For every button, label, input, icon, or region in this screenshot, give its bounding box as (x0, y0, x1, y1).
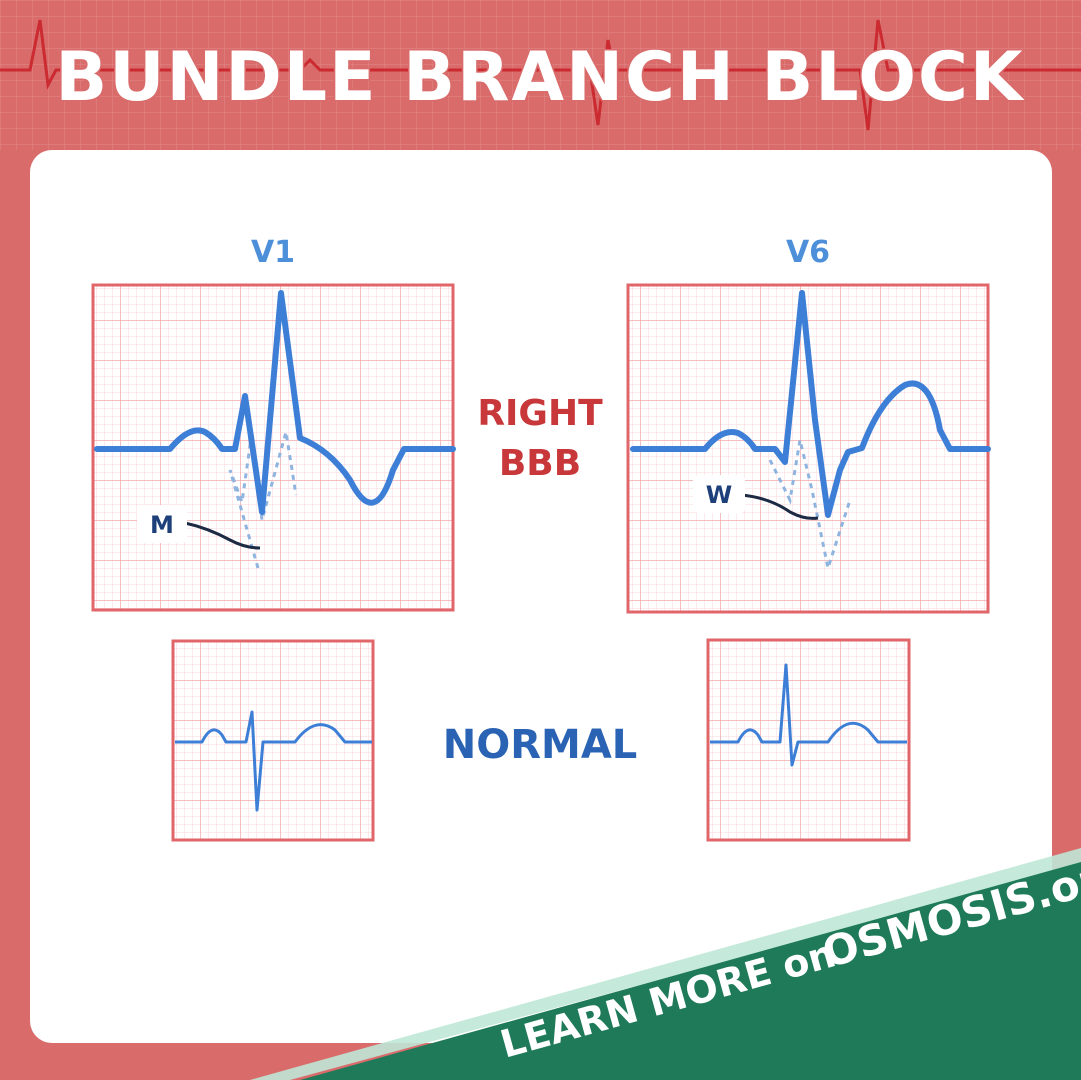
m-pattern-dashed-trace (228, 431, 298, 569)
w-pattern-pointer (741, 493, 819, 520)
background-ecg-grid (0, 0, 1081, 150)
ecg-trace-v1-normal (175, 710, 372, 812)
ecg-trace-v6-normal (710, 663, 907, 767)
m-pattern-pointer (184, 521, 261, 550)
lead-label-v6: V6 (786, 235, 830, 270)
ecg-trace-v1-rbbb (94, 290, 456, 515)
normal-label: NORMAL (443, 722, 638, 768)
w-pattern-dashed-trace (768, 439, 852, 574)
ecg-box-v1-normal (171, 639, 375, 842)
background-ecg-trace (0, 19, 1081, 131)
right-bbb-label-line1: RIGHT (477, 393, 603, 434)
m-pattern-label: M (150, 511, 174, 539)
m-pattern-label-bg (137, 505, 187, 543)
lead-label-v1: V1 (251, 235, 295, 270)
ecg-box-v6-normal (706, 638, 911, 842)
w-pattern-label-bg (693, 475, 745, 513)
page-title: BUNDLE BRANCH BLOCK (55, 38, 1025, 117)
ecg-box-v1-rbbb: M (91, 283, 456, 612)
right-bbb-label-line2: BBB (499, 443, 581, 484)
learn-more-banner[interactable]: LEARN MORE on OSMOSIS.org! (250, 840, 1081, 1080)
ecg-box-v6-rbbb: W (626, 283, 991, 614)
w-pattern-label: W (706, 481, 732, 509)
ecg-trace-v6-rbbb (630, 290, 991, 518)
